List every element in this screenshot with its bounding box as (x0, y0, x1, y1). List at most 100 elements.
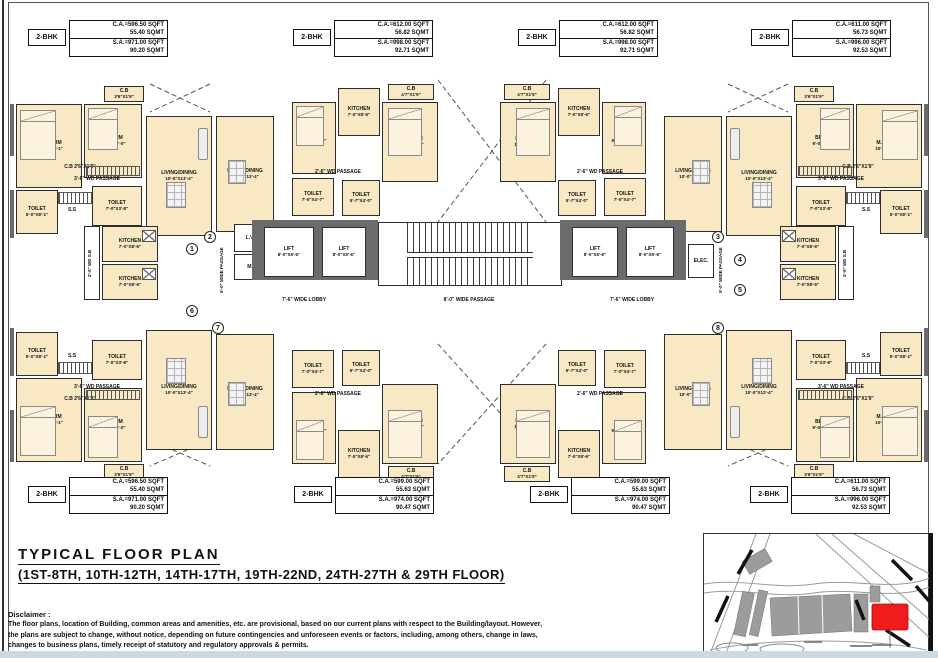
core-wall (560, 220, 572, 280)
disclaimer-line: changes to business plans, timely receip… (8, 642, 309, 649)
service-balcony-label: 2'-6" WD S.B (87, 249, 92, 277)
bhk-type-label: 2-BHK (293, 29, 331, 46)
unit-number-8: 8 (712, 322, 724, 334)
sofa (198, 128, 208, 160)
wardrobe (58, 192, 92, 204)
dining-table (752, 182, 772, 208)
bhk-type-label: 2-BHK (518, 29, 556, 46)
core-wall (618, 227, 626, 277)
bed-furniture (882, 406, 918, 456)
cb-label: C.B 2'6"X1'9" (842, 164, 874, 170)
kitchen-sink (142, 230, 156, 242)
bed-furniture (296, 420, 324, 460)
unit-number-3: 3 (712, 231, 724, 243)
outer-wall (10, 190, 14, 238)
service-shaft-label: S.S (67, 353, 77, 359)
wd-passage-label: 2'-6" WD PASSAGE (577, 169, 623, 175)
sofa (198, 406, 208, 438)
sheet-border-right (929, 533, 933, 658)
disclaimer-heading: Disclaimer : (8, 610, 51, 619)
bed-furniture (20, 110, 56, 160)
unit-number-4: 4 (734, 254, 746, 266)
wardrobe (846, 192, 880, 204)
service-balcony-label: 2'-6" WD S.B (842, 249, 847, 277)
map-building-divisions (797, 593, 824, 635)
cb-label: C.B 2'6"X1'9" (64, 164, 96, 170)
lobby-label-right: 7'-6" WIDE LOBBY (609, 297, 655, 303)
wd-passage-label: 2'-6" WD PASSAGE (315, 169, 361, 175)
bed-furniture (20, 406, 56, 456)
cb-label: C.B 2'6"X1'9" (842, 396, 874, 402)
bhk-type-label: 2-BHK (530, 486, 568, 503)
service-balcony-right (838, 226, 854, 300)
service-balcony-left (84, 226, 100, 300)
passage-label-center: 8'-0" WIDE PASSAGE (443, 297, 495, 303)
unit-number-5: 5 (734, 284, 746, 296)
service-shaft-label: S.S (67, 207, 77, 213)
disclaimer-line: the plans are subject to change, without… (8, 631, 538, 639)
bed-furniture (388, 108, 422, 156)
wd-passage-label: 2'-6" WD PASSAGE (315, 391, 361, 397)
sofa (730, 128, 740, 160)
dining-table (228, 382, 246, 406)
site-highlight (871, 603, 909, 631)
bed-furniture (614, 420, 642, 460)
bhk-type-label: 2-BHK (294, 486, 332, 503)
wardrobe (798, 166, 852, 176)
outer-wall (924, 190, 928, 238)
wardrobe (798, 390, 852, 400)
bed-furniture (88, 108, 118, 150)
sofa (730, 406, 740, 438)
dining-table (228, 160, 246, 184)
disclaimer-block: Disclaimer : The floor plans, location o… (8, 610, 700, 652)
bed-furniture (614, 106, 642, 146)
bed-furniture (88, 416, 118, 458)
duct-cross (149, 83, 211, 113)
floor-list-subtitle: (1ST-8TH, 10TH-12TH, 14TH-17TH, 19TH-22N… (18, 567, 505, 584)
unit-number-6: 6 (186, 305, 198, 317)
bed-furniture (882, 110, 918, 160)
core-wall (252, 220, 264, 280)
wardrobe (86, 166, 140, 176)
sheet-border-left (2, 0, 4, 658)
wide-passage-left-label: 5'-0" WIDE PASSAGE (219, 247, 224, 293)
wd-passage-label: 3'-6" WD PASSAGE (74, 384, 120, 390)
lobby-label-left: 7'-6" WIDE LOBBY (281, 297, 327, 303)
page-title: TYPICAL FLOOR PLAN (18, 546, 220, 565)
staircase (378, 222, 562, 286)
wd-passage-label: 3'-6" WD PASSAGE (74, 176, 120, 182)
unit-number-2: 2 (204, 231, 216, 243)
core-wall (314, 227, 322, 277)
unit-number-7: 7 (212, 322, 224, 334)
wardrobe (846, 362, 880, 374)
dining-table (692, 160, 710, 184)
wardrobe (58, 362, 92, 374)
